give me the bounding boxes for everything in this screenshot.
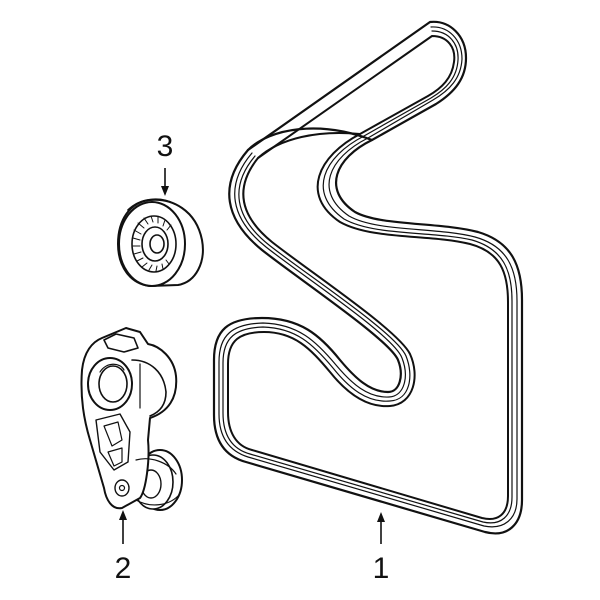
callout-number-3: 3 [157,130,174,163]
serpentine-belt [212,20,524,535]
belt-tensioner [80,327,183,511]
callout-number-2: 2 [115,552,132,585]
callout-arrow-3 [161,168,169,196]
callout-arrow-1 [377,512,385,544]
callout-arrow-2 [119,510,127,544]
idler-pulley [117,198,204,287]
leader-arrows [119,168,385,544]
callout-number-1: 1 [373,552,390,585]
